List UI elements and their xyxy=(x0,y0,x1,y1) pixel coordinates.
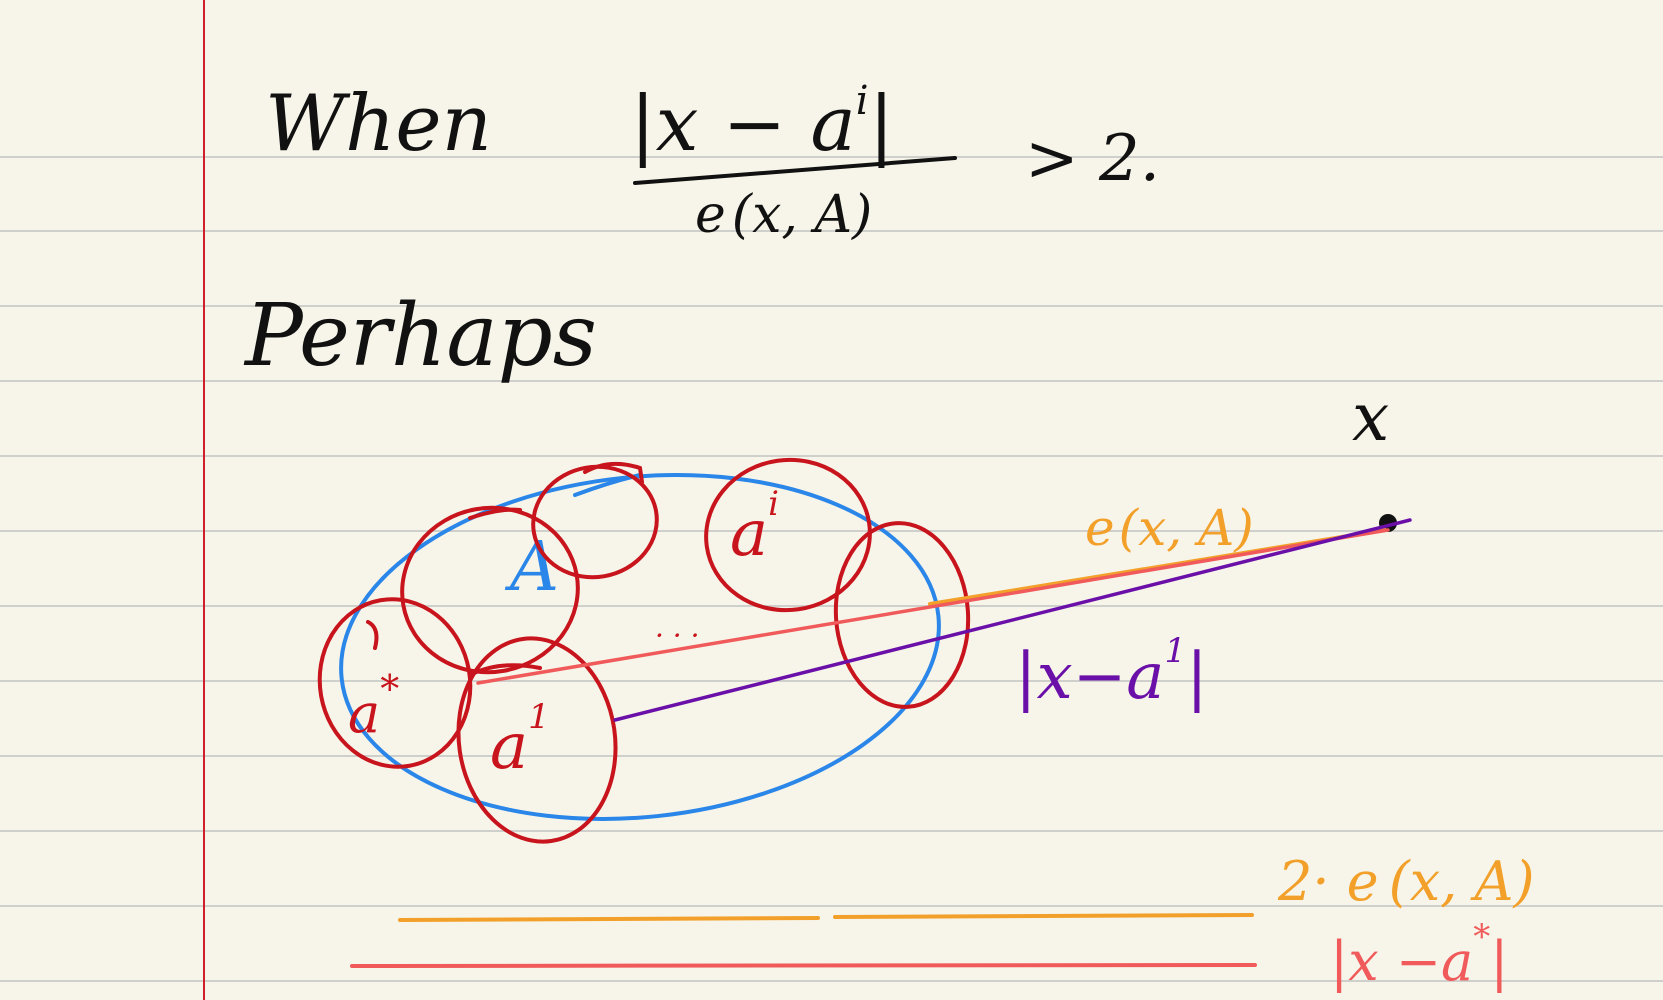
label-ai: ai xyxy=(730,484,779,571)
ruled-lines xyxy=(0,156,1663,982)
orange-bar-left xyxy=(398,916,820,922)
red-bar xyxy=(350,963,1257,968)
fraction-numerator: |x − ai| xyxy=(630,78,894,168)
ball-right xyxy=(833,521,971,709)
salmon-distance-line xyxy=(476,528,1390,685)
purple-distance-line xyxy=(613,518,1412,722)
ball-a1 xyxy=(456,636,618,844)
point-x-label: x xyxy=(1352,379,1389,456)
ball-top-left xyxy=(400,505,580,675)
set-a-outline xyxy=(339,473,941,821)
legend-orange-label: 2· e(x, A) xyxy=(1277,850,1535,913)
when-word: When xyxy=(265,79,492,169)
purple-distance-label: |x−a1| xyxy=(1015,631,1208,714)
comparison-text: > 2. xyxy=(1025,122,1160,196)
label-a-star: a* xyxy=(348,667,399,745)
ball-top xyxy=(531,464,659,580)
label-a1: a1 xyxy=(490,697,550,784)
fraction-denominator: e(x, A) xyxy=(695,185,872,245)
perhaps-word: Perhaps xyxy=(243,286,597,386)
ball-ai xyxy=(704,457,872,613)
fraction-bar xyxy=(633,156,957,185)
legend-red-label: |x −a*| xyxy=(1330,917,1508,993)
red-balls xyxy=(317,457,971,844)
orange-distance-label: e(x, A) xyxy=(1085,499,1254,557)
set-a-label: A xyxy=(504,528,559,607)
orange-bar-right xyxy=(833,913,1254,919)
